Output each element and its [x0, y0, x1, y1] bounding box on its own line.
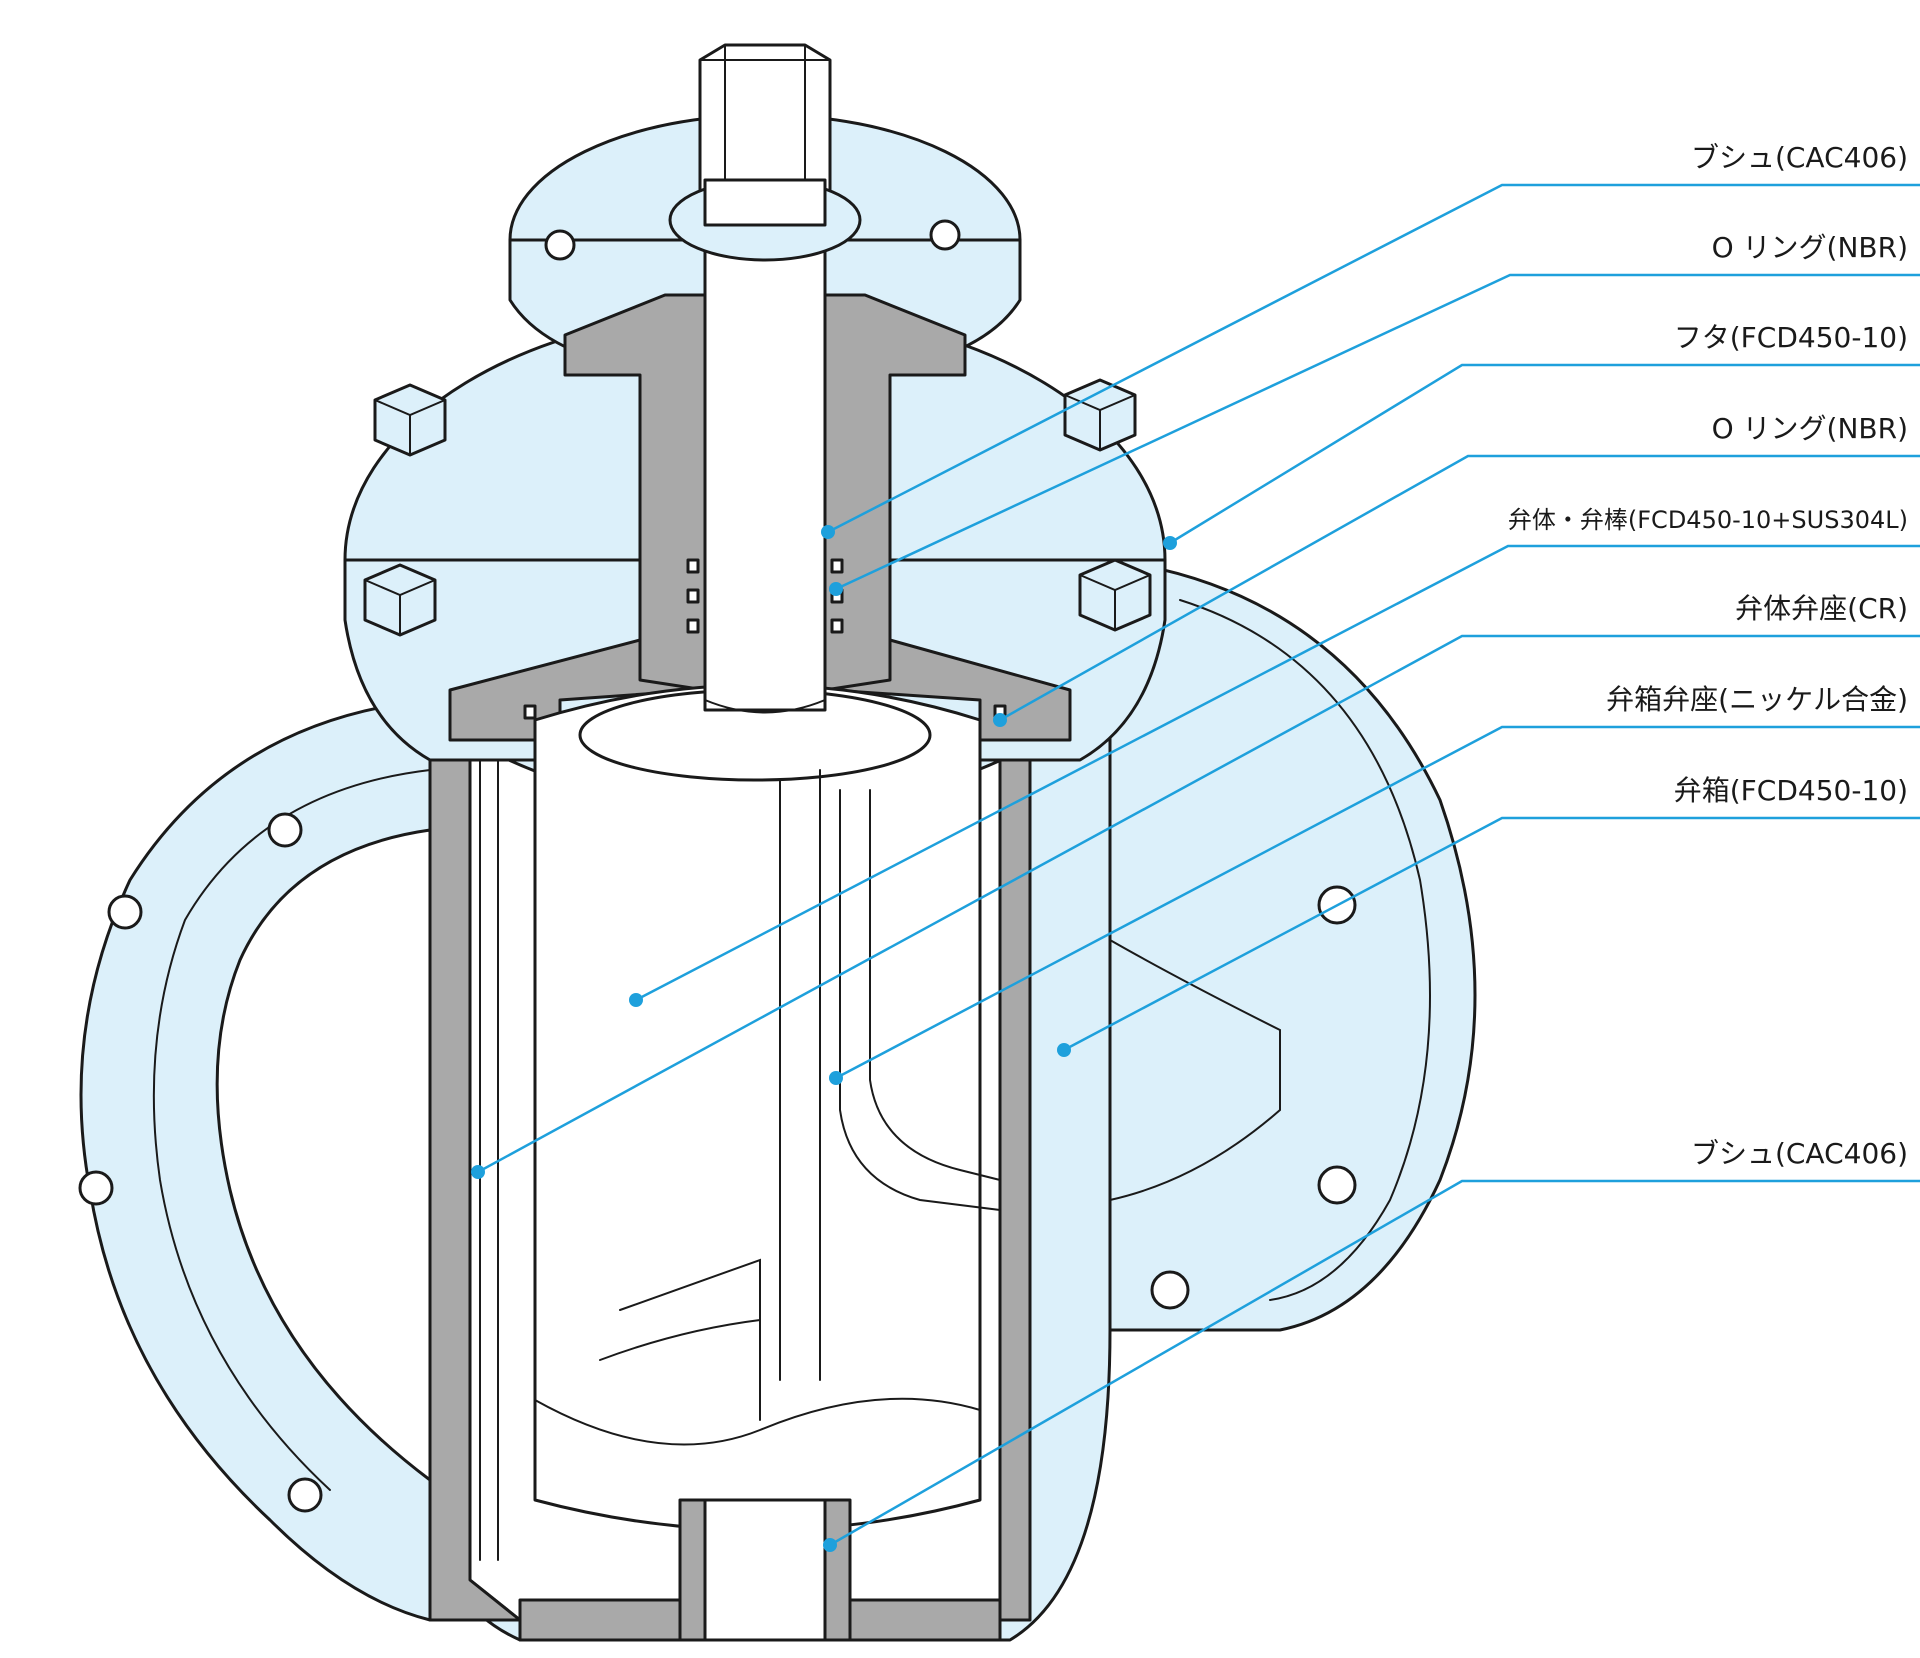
part-labels: ブシュ(CAC406) O リング(NBR) フタ(FCD450-10) O リ…: [1508, 141, 1908, 1170]
label-oring-2: O リング(NBR): [1712, 412, 1908, 445]
hex-bolt: [363, 563, 437, 637]
hex-bolt: [1078, 558, 1152, 632]
valve-plug: [479, 683, 1281, 1561]
hex-bolt: [1063, 378, 1137, 452]
leader-dot: [629, 993, 643, 1007]
outlet-flange: [1108, 558, 1477, 1332]
flange-bolt-hole: [544, 229, 576, 261]
o-ring-grooves: [523, 558, 1007, 720]
label-bushing-bottom: ブシュ(CAC406): [1691, 1137, 1908, 1170]
body-wall-section: [998, 718, 1032, 1622]
flange-bolt-hole: [1150, 1270, 1190, 1310]
flange-bolt-hole: [1317, 1165, 1357, 1205]
stem-lower: [703, 1498, 827, 1642]
label-oring-1: O リング(NBR): [1712, 231, 1908, 264]
leader-dot: [823, 1538, 837, 1552]
label-body: 弁箱(FCD450-10): [1674, 774, 1908, 807]
flange-bolt-hole: [929, 219, 961, 251]
flange-bolt-hole: [78, 1170, 114, 1206]
leader-dot: [829, 1071, 843, 1085]
label-plug-seat: 弁体弁座(CR): [1735, 592, 1908, 625]
leader-bushing-bottom: [829, 1179, 1920, 1547]
inlet-bore: [215, 828, 432, 1482]
leader-cover: [1169, 363, 1920, 545]
label-cover: フタ(FCD450-10): [1674, 321, 1908, 354]
label-plug-stem: 弁体・弁棒(FCD450-10+SUS304L): [1508, 506, 1908, 534]
label-body-seat: 弁箱弁座(ニッケル合金): [1606, 683, 1908, 716]
flange-bolt-hole: [107, 894, 143, 930]
leader-oring-1: [835, 273, 1920, 591]
leader-dot: [1163, 536, 1177, 550]
leader-plug-seat: [477, 634, 1920, 1174]
leader-dot: [821, 525, 835, 539]
top-flange-section: [563, 293, 707, 692]
flange-bolt-hole: [287, 1477, 323, 1513]
hex-bolt: [373, 383, 447, 457]
leader-bushing-top: [827, 183, 1920, 534]
leader-dot: [1057, 1043, 1071, 1057]
label-bushing-top: ブシュ(CAC406): [1691, 141, 1908, 174]
leader-dot: [993, 713, 1007, 727]
stem-shaft: [703, 178, 827, 712]
lower-bushing-section: [823, 1498, 852, 1642]
leader-dot: [471, 1165, 485, 1179]
leader-oring-2: [999, 454, 1920, 722]
leader-body: [1063, 816, 1920, 1052]
valve-stem: [668, 43, 862, 1642]
leader-dot: [829, 582, 843, 596]
flange-bolt-hole: [267, 812, 303, 848]
leader-plug-stem: [635, 544, 1920, 1002]
lower-bushing-section: [678, 1498, 707, 1642]
leader-body-seat: [835, 725, 1920, 1080]
leader-lines: [471, 183, 1920, 1552]
